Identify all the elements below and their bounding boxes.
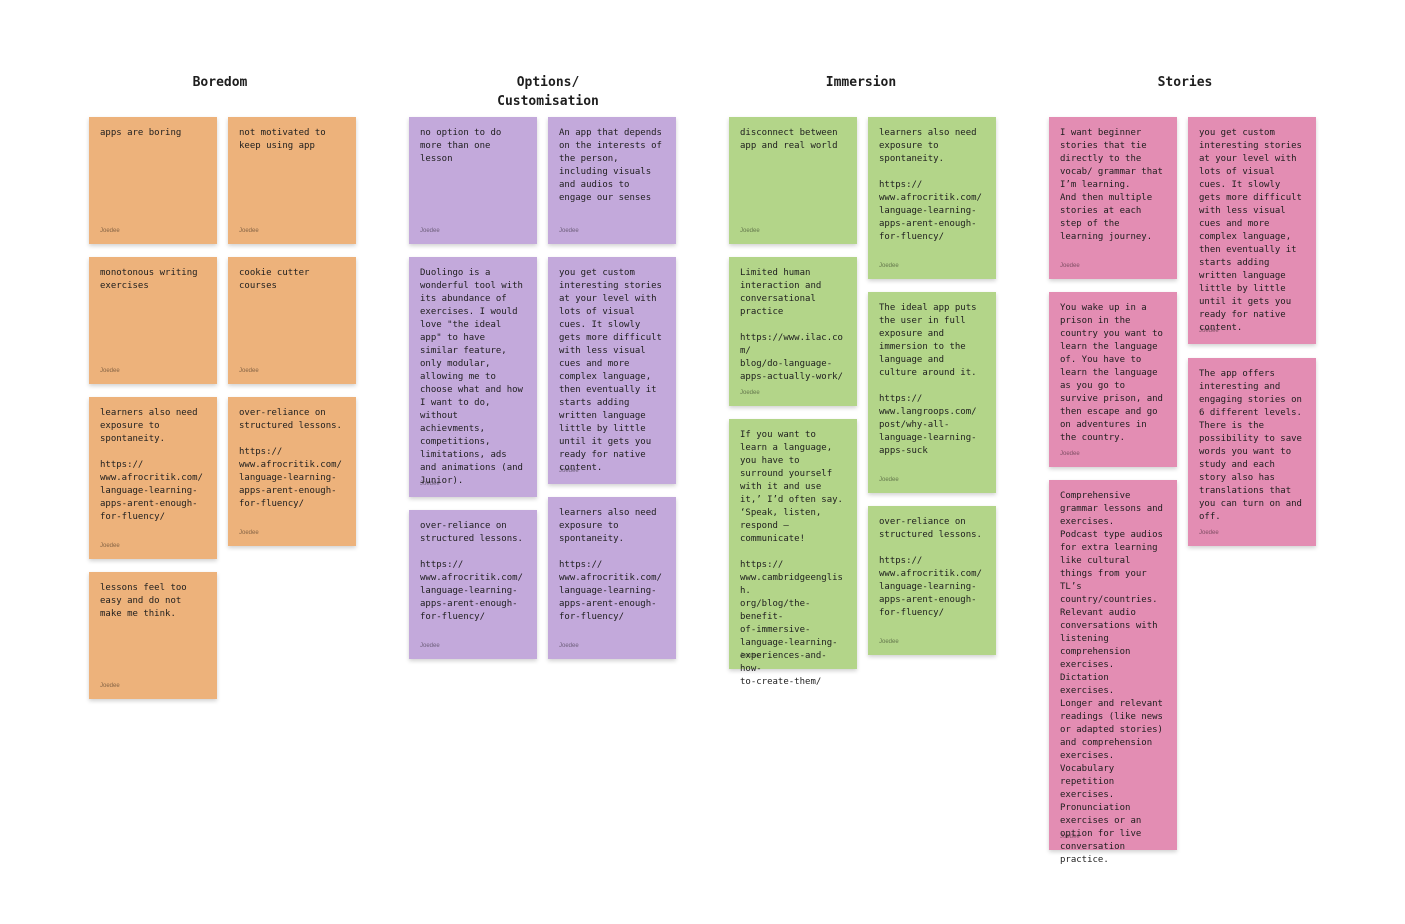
sticky-note[interactable]: The ideal app puts the user in full expo… (868, 292, 996, 493)
sticky-note-author: Joedee (559, 643, 579, 649)
section-title-immersion: Immersion (825, 75, 897, 90)
sticky-note-author: Joedee (100, 368, 120, 374)
sticky-note[interactable]: Limited human interaction and conversati… (729, 257, 857, 406)
sticky-note[interactable]: The app offers interesting and engaging … (1188, 358, 1316, 546)
sticky-note-text: You wake up in a prison in the country y… (1060, 303, 1163, 443)
sticky-note[interactable]: apps are boring Joedee (89, 117, 217, 244)
sticky-note-author: Joedee (239, 368, 259, 374)
sticky-note-author: Joedee (879, 477, 899, 483)
sticky-note[interactable]: I want beginner stories that tie directl… (1049, 117, 1177, 279)
sticky-note-author: Joedee (100, 683, 120, 689)
sticky-note-text: Limited human interaction and conversati… (740, 268, 843, 382)
sticky-note-author: Joedee (239, 228, 259, 234)
sticky-note-text: An app that depends on the interests of … (559, 128, 662, 203)
sticky-note-author: Joedee (559, 468, 579, 474)
sticky-note-text: Duolingo is a wonderful tool with its ab… (420, 268, 523, 486)
sticky-note[interactable]: over-reliance on structured lessons. htt… (868, 506, 996, 655)
sticky-note[interactable]: learners also need exposure to spontanei… (868, 117, 996, 279)
sticky-note-author: Joedee (1060, 834, 1080, 840)
sticky-note-text: learners also need exposure to spontanei… (879, 128, 982, 242)
section-title-options-customisation: Options/ Customisation (497, 75, 599, 109)
sticky-note-author: Joedee (239, 530, 259, 536)
sticky-note-text: not motivated to keep using app (239, 128, 326, 151)
sticky-note[interactable]: monotonous writing exercises Joedee (89, 257, 217, 384)
sticky-note-text: Comprehensive grammar lessons and exerci… (1060, 491, 1163, 865)
sticky-note[interactable]: You wake up in a prison in the country y… (1049, 292, 1177, 467)
sticky-note[interactable]: not motivated to keep using app Joedee (228, 117, 356, 244)
sticky-note[interactable]: learners also need exposure to spontanei… (89, 397, 217, 559)
sticky-note[interactable]: cookie cutter courses Joedee (228, 257, 356, 384)
section-title-stories: Stories (1157, 75, 1213, 90)
sticky-note-author: Joedee (1060, 263, 1080, 269)
sticky-note-author: Joedee (740, 653, 760, 659)
sticky-note-text: learners also need exposure to spontanei… (559, 508, 662, 622)
sticky-note-text: apps are boring (100, 128, 182, 138)
sticky-note-author: Joedee (879, 263, 899, 269)
sticky-note-text: learners also need exposure to spontanei… (100, 408, 203, 522)
sticky-note-author: Joedee (740, 228, 760, 234)
sticky-note[interactable]: Duolingo is a wonderful tool with its ab… (409, 257, 537, 497)
sticky-note-author: Joedee (100, 543, 120, 549)
sticky-note-text: over-reliance on structured lessons. htt… (239, 408, 342, 509)
sticky-note[interactable]: over-reliance on structured lessons. htt… (409, 510, 537, 659)
sticky-note-author: Joedee (100, 228, 120, 234)
sticky-note-text: If you want to learn a language, you hav… (740, 430, 843, 687)
sticky-note[interactable]: no option to do more than one lesson Joe… (409, 117, 537, 244)
sticky-note[interactable]: Comprehensive grammar lessons and exerci… (1049, 480, 1177, 865)
sticky-note-author: Joedee (740, 390, 760, 396)
sticky-note-author: Joedee (420, 643, 440, 649)
sticky-note-text: no option to do more than one lesson (420, 128, 502, 164)
sticky-note[interactable]: disconnect between app and real world Jo… (729, 117, 857, 244)
sticky-note-text: monotonous writing exercises (100, 268, 198, 291)
sticky-note-text: I want beginner stories that tie directl… (1060, 128, 1163, 242)
sticky-note[interactable]: An app that depends on the interests of … (548, 117, 676, 244)
sticky-note-text: disconnect between app and real world (740, 128, 838, 151)
sticky-note-text: you get custom interesting stories at yo… (1199, 128, 1302, 333)
sticky-note-text: lessons feel too easy and do not make me… (100, 583, 187, 619)
sticky-note-text: The app offers interesting and engaging … (1199, 369, 1302, 522)
sticky-note-text: you get custom interesting stories at yo… (559, 268, 662, 473)
sticky-note-text: over-reliance on structured lessons. htt… (879, 517, 982, 618)
sticky-note-author: Joedee (420, 481, 440, 487)
sticky-note-author: Joedee (1199, 328, 1219, 334)
sticky-note-text: The ideal app puts the user in full expo… (879, 303, 977, 456)
sticky-note[interactable]: over-reliance on structured lessons. htt… (228, 397, 356, 546)
sticky-note-text: over-reliance on structured lessons. htt… (420, 521, 523, 622)
sticky-note[interactable]: you get custom interesting stories at yo… (1188, 117, 1316, 344)
sticky-note[interactable]: lessons feel too easy and do not make me… (89, 572, 217, 699)
sticky-note-author: Joedee (1199, 530, 1219, 536)
section-title-boredom: Boredom (192, 75, 248, 90)
sticky-note[interactable]: If you want to learn a language, you hav… (729, 419, 857, 687)
sticky-note-author: Joedee (559, 228, 579, 234)
sticky-note-author: Joedee (1060, 451, 1080, 457)
sticky-note[interactable]: learners also need exposure to spontanei… (548, 497, 676, 659)
sticky-note-text: cookie cutter courses (239, 268, 310, 291)
sticky-note-author: Joedee (420, 228, 440, 234)
sticky-note[interactable]: you get custom interesting stories at yo… (548, 257, 676, 484)
sticky-note-author: Joedee (879, 639, 899, 645)
